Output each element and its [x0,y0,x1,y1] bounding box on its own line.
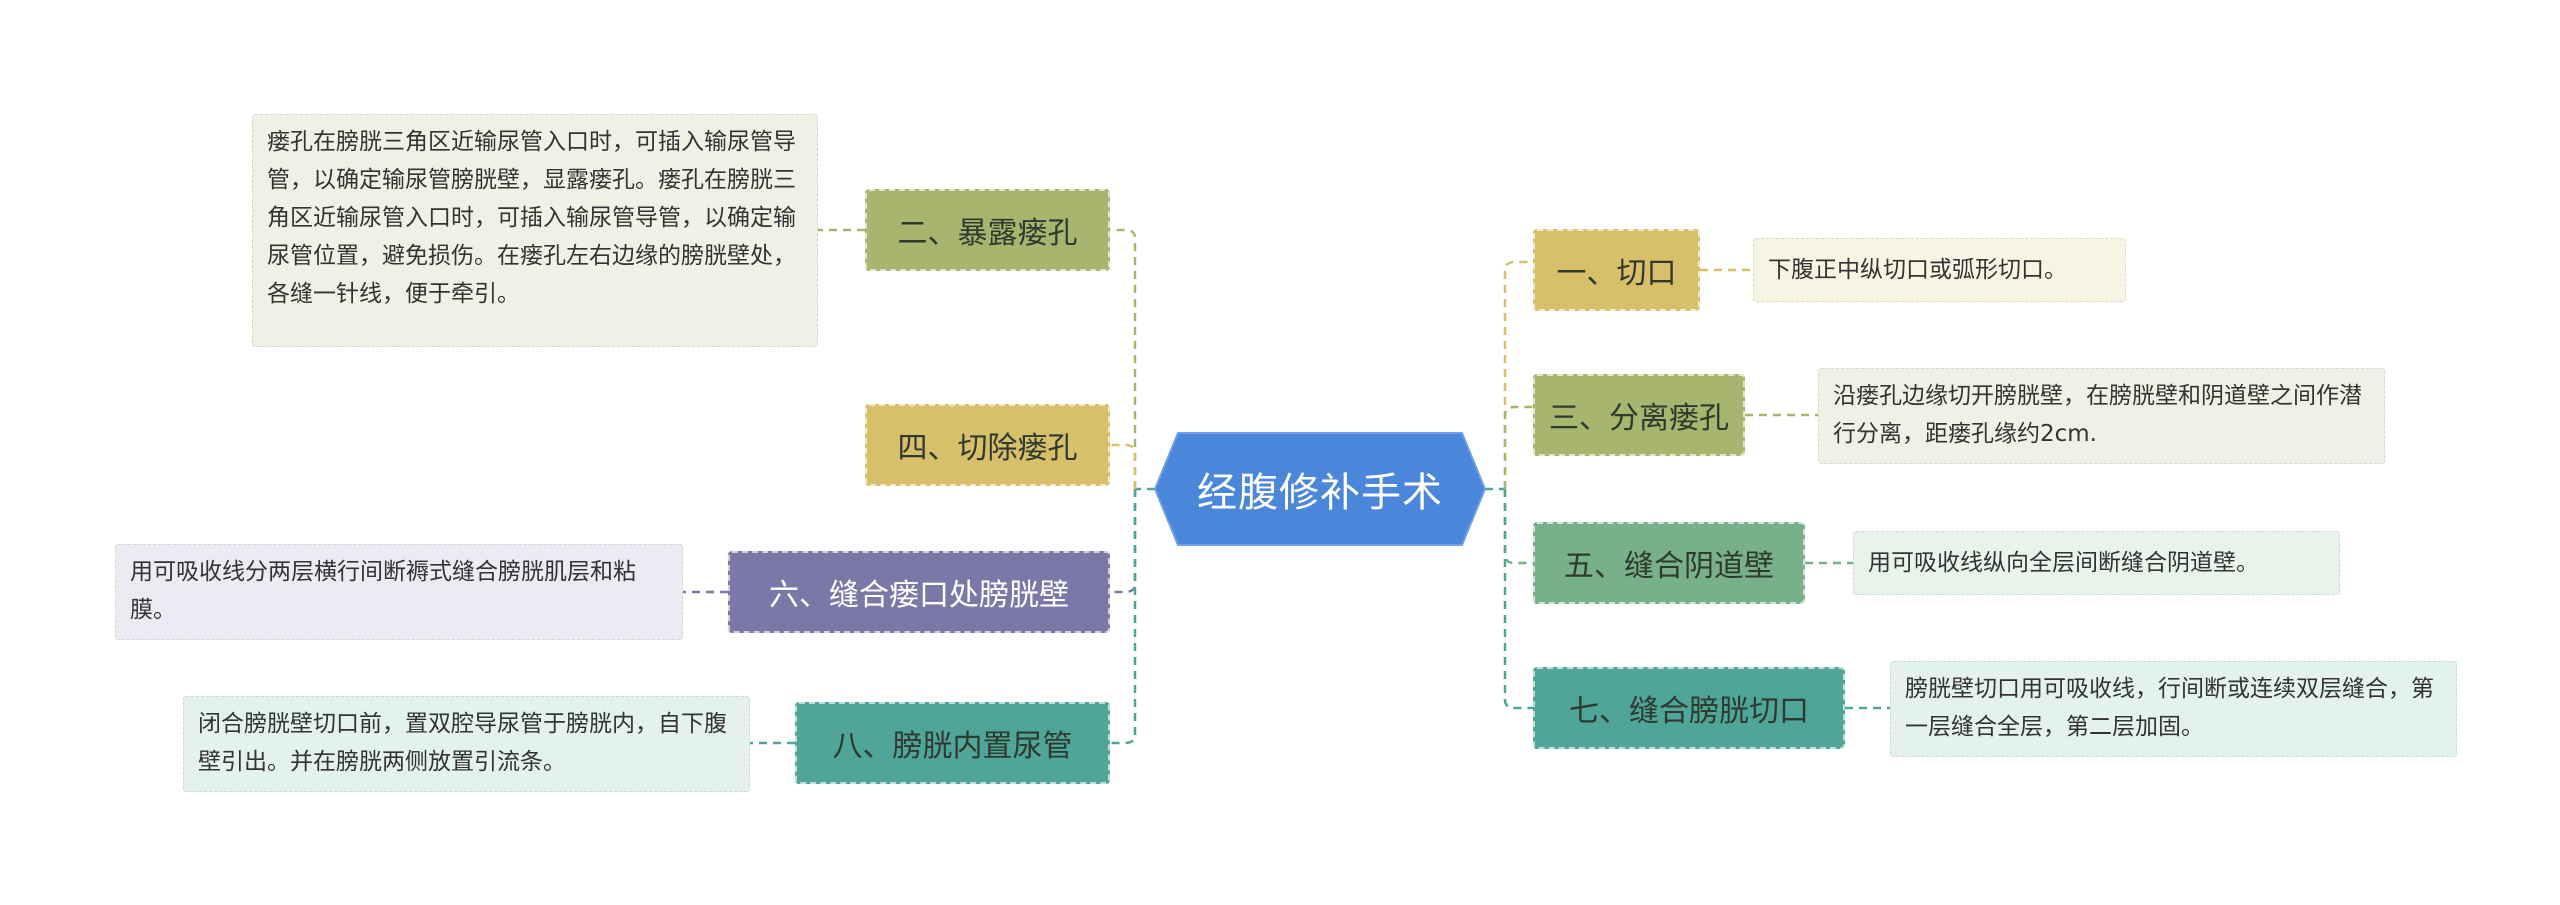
branch-step-3[interactable]: 三、分离瘘孔 [1533,374,1745,456]
connector-right-trunk-upper [1503,260,1533,489]
leaf-step-7: 膀胱壁切口用可吸收线，行间断或连续双层缝合，第一层缝合全层，第二层加固。 [1890,661,2457,757]
branch-step-7[interactable]: 七、缝合膀胱切口 [1533,667,1845,749]
branch-step-1[interactable]: 一、切口 [1533,229,1700,311]
central-node-shape [1153,432,1487,546]
connector-left-4 [1110,443,1137,489]
branch-step-2[interactable]: 二、暴露瘘孔 [865,189,1110,271]
branch-step-6[interactable]: 六、缝合瘘口处膀胱壁 [728,551,1110,633]
connector-right-5 [1503,489,1533,565]
connector-left-8 [1110,489,1137,745]
connector-left-6 [1110,489,1137,594]
branch-step-5[interactable]: 五、缝合阴道壁 [1533,522,1805,604]
leaf-step-1: 下腹正中纵切口或弧形切口。 [1753,238,2126,302]
leaf-step-6: 用可吸收线分两层横行间断褥式缝合膀胱肌层和粘膜。 [115,544,683,640]
connector-right-7 [1503,489,1533,710]
branch-step-4[interactable]: 四、切除瘘孔 [865,404,1110,486]
leaf-step-5: 用可吸收线纵向全层间断缝合阴道壁。 [1853,531,2340,595]
branch-step-8[interactable]: 八、膀胱内置尿管 [795,702,1110,784]
connector-right-3 [1503,405,1533,489]
leaf-step-2: 瘘孔在膀胱三角区近输尿管入口时，可插入输尿管导管，以确定输尿管膀胱壁，显露瘘孔。… [252,114,818,347]
leaf-step-3: 沿瘘孔边缘切开膀胱壁，在膀胱壁和阴道壁之间作潜行分离，距瘘孔缘约2cm. [1818,368,2385,464]
central-topic[interactable]: 经腹修补手术 [1197,470,1443,516]
leaf-step-8: 闭合膀胱壁切口前，置双腔导尿管于膀胱内，自下腹壁引出。并在膀胱两侧放置引流条。 [183,696,750,792]
connector-left-2 [1110,228,1137,489]
